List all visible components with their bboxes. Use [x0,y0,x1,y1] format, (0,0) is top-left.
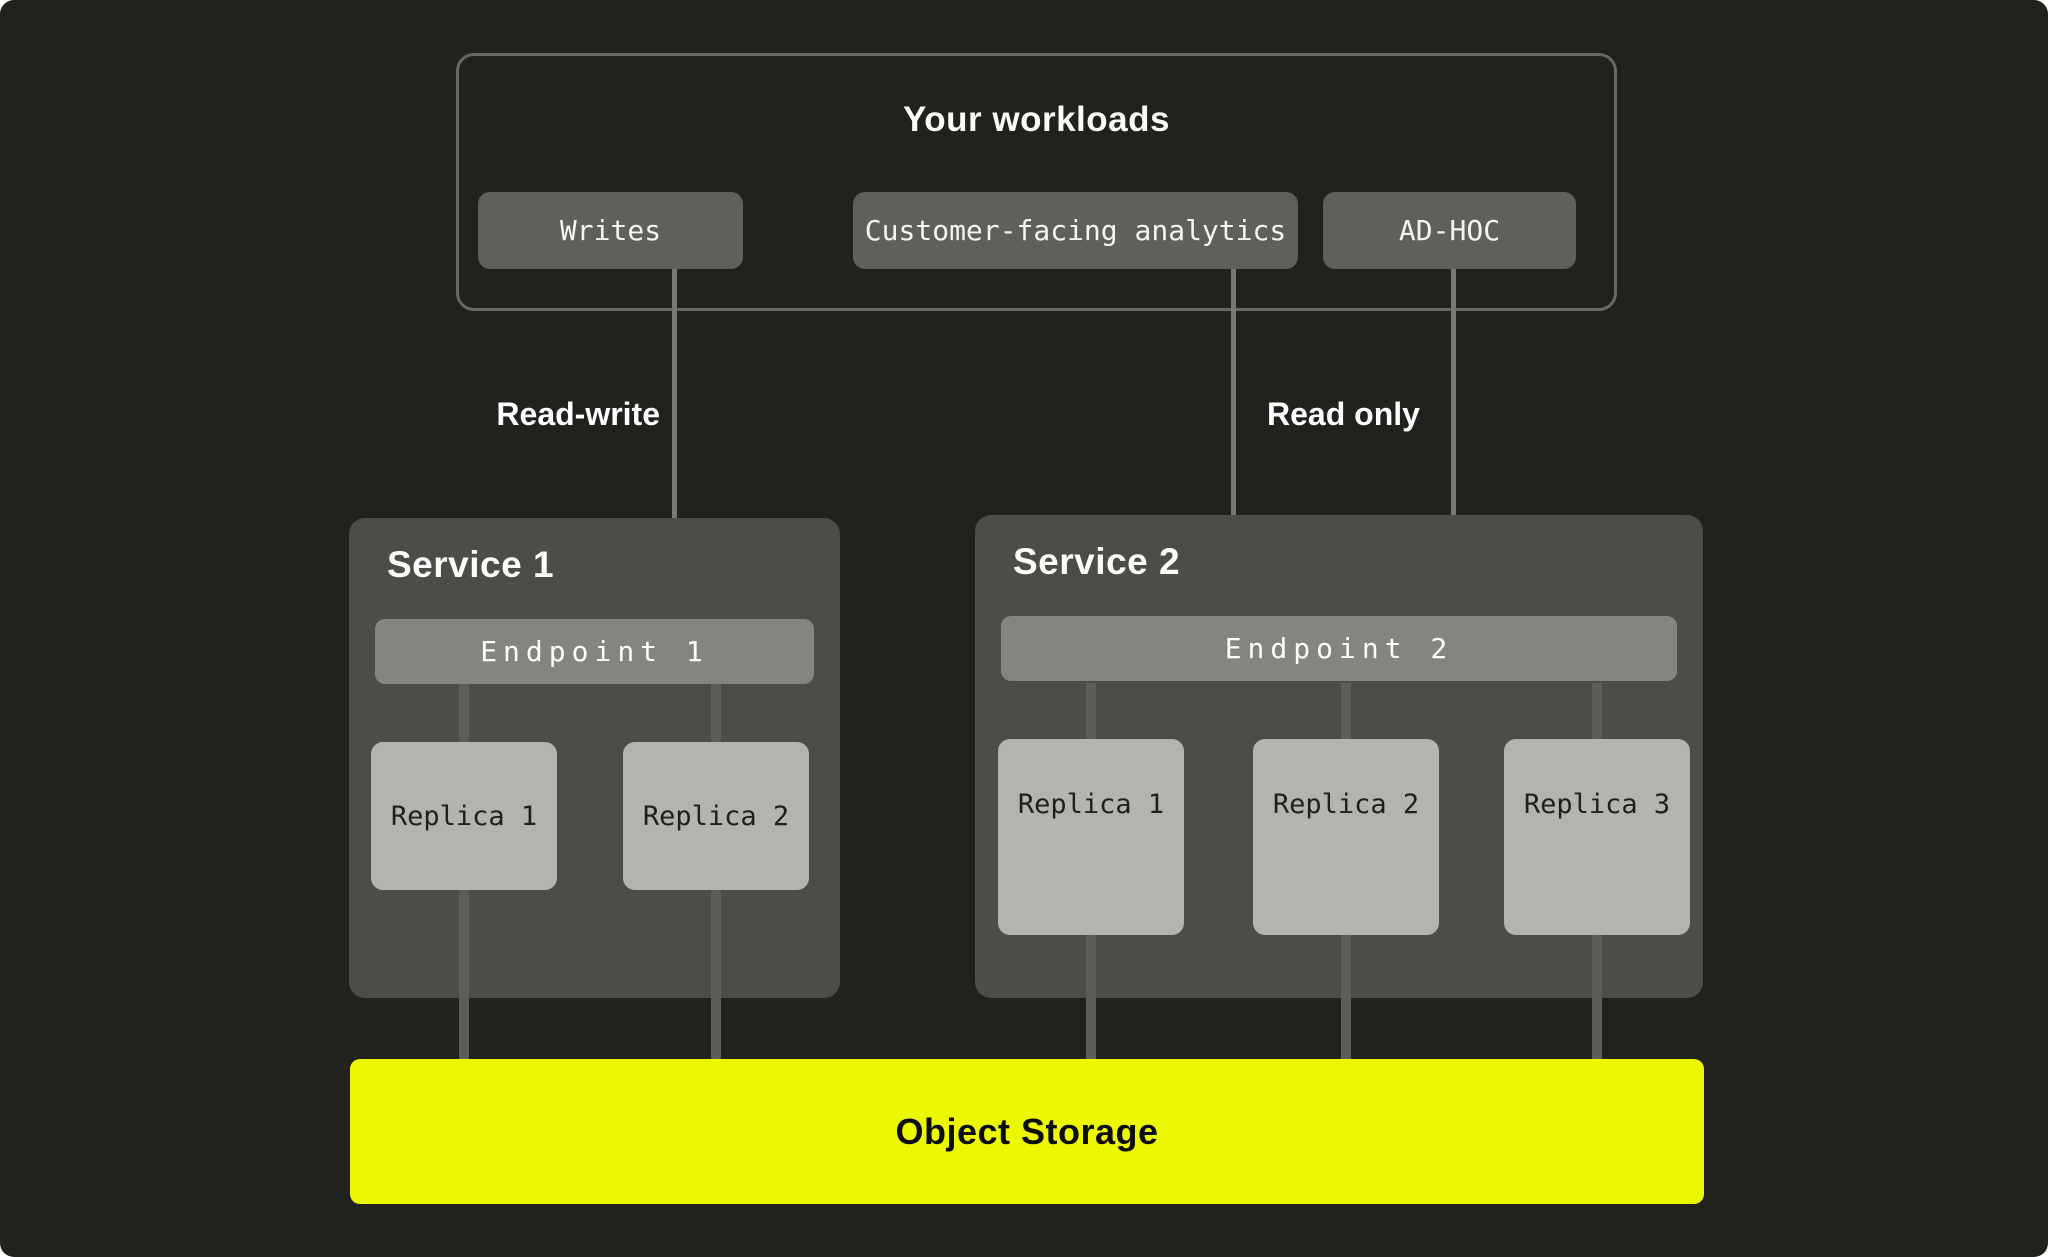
object-storage-box: Object Storage [350,1059,1704,1204]
read-only-label: Read only [1267,396,1420,432]
arrow-analytics-line [1231,269,1236,581]
endpoint-2: Endpoint 2 [1001,616,1677,681]
endpoint-1: Endpoint 1 [375,619,814,684]
arrow-adhoc-line [1451,269,1456,581]
object-storage-label: Object Storage [895,1110,1159,1152]
service-2-box: Service 2 Endpoint 2 Replica 1 Replica 2… [975,515,1703,998]
workload-chip-writes: Writes [478,192,743,269]
workloads-title: Your workloads [903,100,1170,139]
service-2-replica-2: Replica 2 [1253,739,1439,935]
service-1-replica-1: Replica 1 [371,742,557,890]
workload-chip-customer-facing-analytics: Customer-facing analytics [853,192,1298,269]
arrow-writes-line [672,269,677,582]
read-write-label: Read-write [496,396,660,432]
service-1-title: Service 1 [387,544,555,585]
workload-chip-ad-hoc: AD-HOC [1323,192,1576,269]
service-2-replica-1: Replica 1 [998,739,1184,935]
service-1-replica-2: Replica 2 [623,742,809,890]
service-2-title: Service 2 [1013,541,1181,582]
workloads-group-box: Your workloads Writes Customer-facing an… [456,53,1617,311]
service-2-replica-3: Replica 3 [1504,739,1690,935]
service-1-box: Service 1 Endpoint 1 Replica 1 Replica 2 [349,518,840,998]
